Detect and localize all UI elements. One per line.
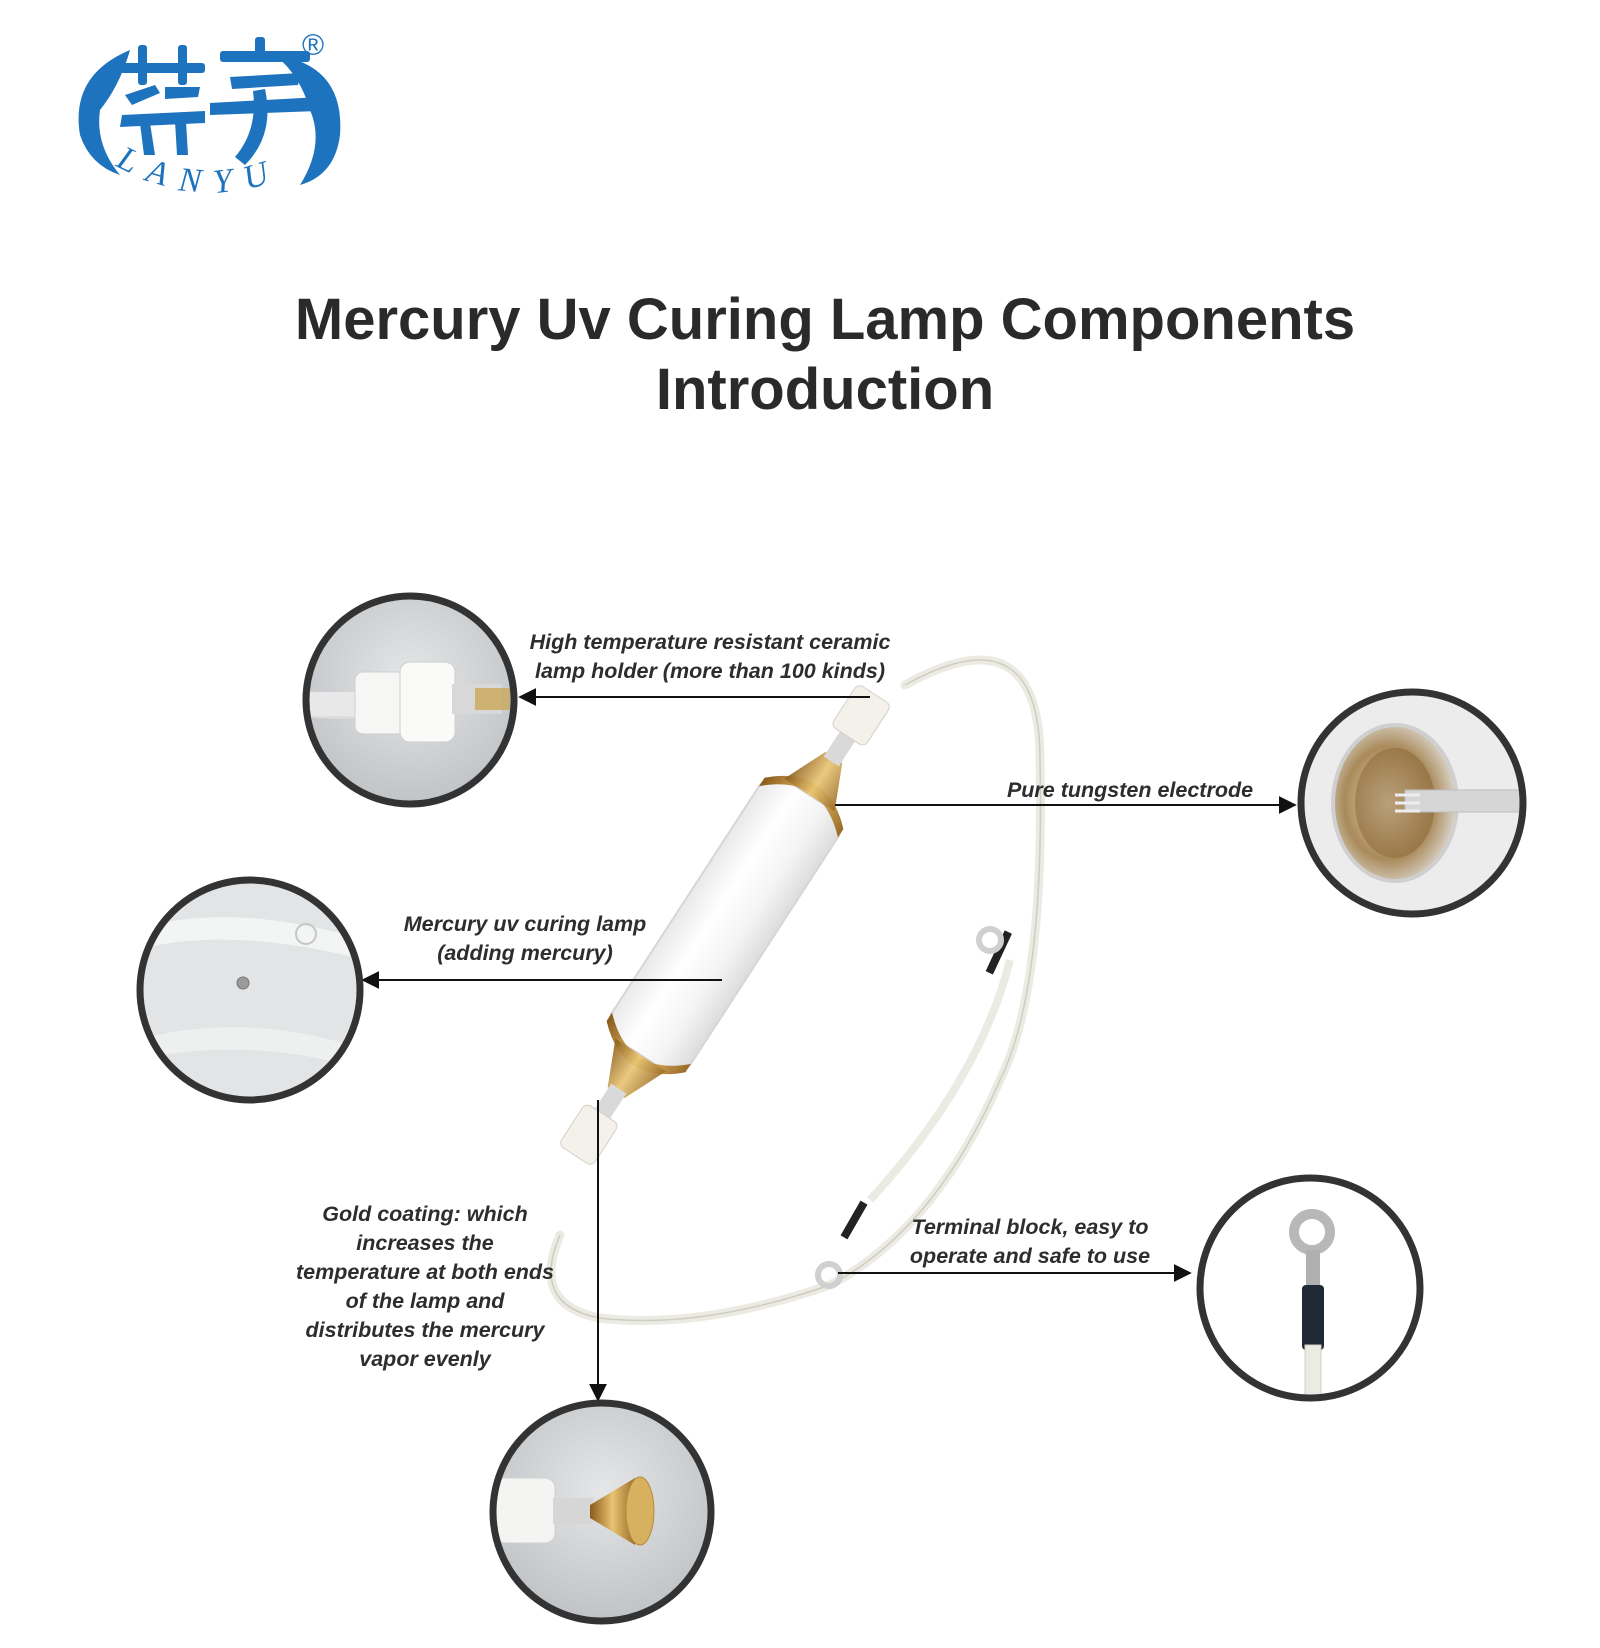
label-mercury: Mercury uv curing lamp (adding mercury) <box>403 912 647 965</box>
ceramic-holder-bottom <box>560 1104 618 1165</box>
gold-coating-detail-circle <box>489 1399 715 1625</box>
lamp-holder-detail-circle <box>302 592 518 808</box>
label-electrode: Pure tungsten electrode <box>1006 778 1254 802</box>
label-lamp-holder: High temperature resistant ceramic lamp … <box>529 630 891 683</box>
mercury-droplet <box>236 976 250 990</box>
uv-lamp <box>546 655 1045 1325</box>
label-gold-coating: Gold coating: which increases the temper… <box>295 1202 555 1371</box>
electrode-detail-circle <box>1297 688 1527 918</box>
page-title-line-1: Mercury Uv Curing Lamp Components <box>294 287 1356 352</box>
page-title-line-2: Introduction <box>655 357 995 422</box>
cable-terminal-ring-bottom <box>815 1261 843 1289</box>
ceramic-holder-top <box>832 685 890 746</box>
page-title: Mercury Uv Curing Lamp Components Introd… <box>0 285 1600 425</box>
terminal-detail-circle <box>1196 1174 1424 1402</box>
label-terminal: Terminal block, easy to operate and safe… <box>909 1215 1151 1268</box>
lanyu-logo: ® LANYU <box>78 29 341 201</box>
cable-terminal-ring-top <box>976 926 1004 954</box>
mercury-detail-circle <box>136 876 364 1104</box>
logo-registered-mark: ® <box>302 29 324 62</box>
lamp-cable-branch <box>867 959 1014 1203</box>
